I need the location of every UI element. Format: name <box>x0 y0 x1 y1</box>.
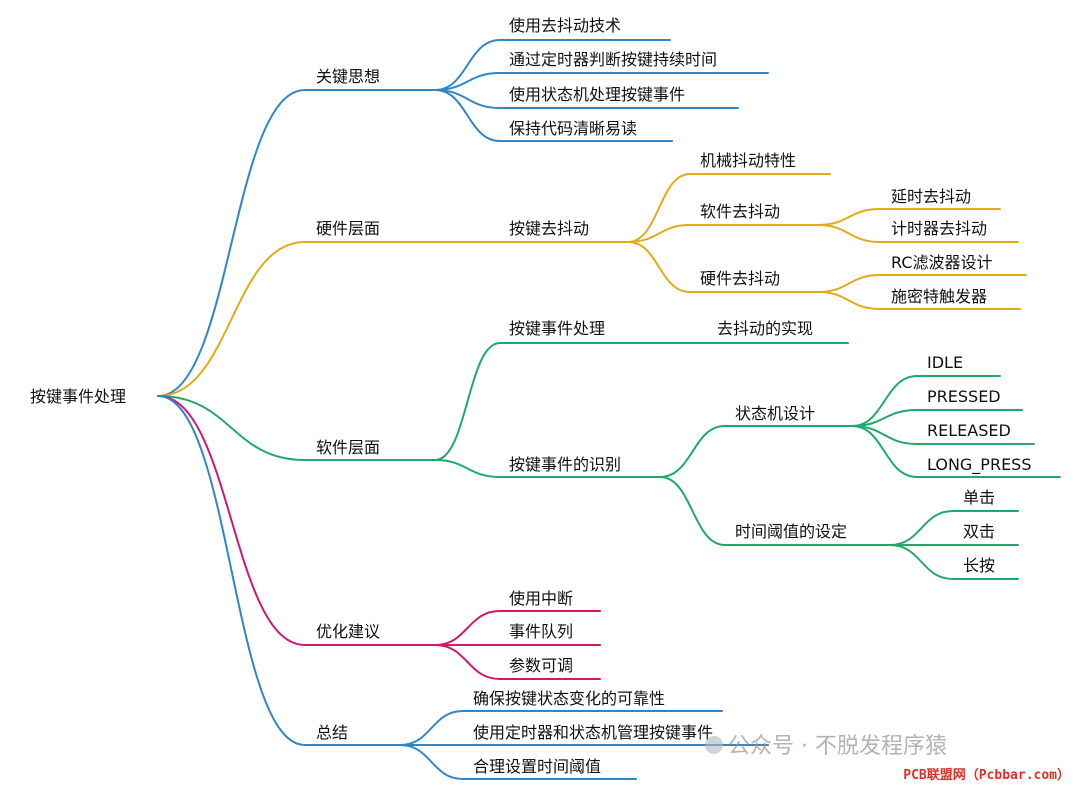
connector-line <box>434 89 501 142</box>
node-optimize[interactable]: 优化建议 <box>316 622 380 641</box>
connector-line <box>817 224 881 243</box>
node-software[interactable]: 软件层面 <box>316 438 380 457</box>
watermark-text: 公众号 · 不脱发程序猿 <box>728 734 947 759</box>
node-state[interactable]: IDLE <box>927 353 963 372</box>
connector-line <box>627 224 691 243</box>
node-hardware-debounce[interactable]: 硬件去抖动 <box>700 269 780 288</box>
node-summary-item[interactable]: 合理设置时间阈值 <box>473 757 601 776</box>
connector-line <box>889 544 954 580</box>
edge-root-summary <box>157 395 306 746</box>
node-summary-item[interactable]: 使用定时器和状态机管理按键事件 <box>473 723 713 742</box>
node-optimize-item[interactable]: 事件队列 <box>509 622 573 641</box>
node-software-debounce[interactable]: 软件去抖动 <box>700 202 780 221</box>
root-node[interactable]: 按键事件处理 <box>30 387 126 406</box>
node-key-ideas-item[interactable]: 使用状态机处理按键事件 <box>509 85 685 104</box>
watermark-logo-icon <box>705 736 723 754</box>
connector-line <box>434 610 501 646</box>
connector-line <box>434 644 501 680</box>
node-software-debounce-item[interactable]: 延时去抖动 <box>891 187 971 206</box>
mind-map-underlines <box>304 39 1061 780</box>
node-threshold-item[interactable]: 长按 <box>963 556 995 575</box>
connector-line <box>399 744 464 780</box>
node-state[interactable]: RELEASED <box>927 421 1011 440</box>
node-hardware-debounce-item[interactable]: 施密特触发器 <box>891 287 987 306</box>
node-state[interactable]: LONG_PRESS <box>927 455 1032 475</box>
mind-map-edges <box>157 39 954 780</box>
node-state-machine[interactable]: 状态机设计 <box>735 404 815 423</box>
node-key-ideas-item[interactable]: 通过定时器判断按键持续时间 <box>509 50 717 69</box>
connector-line <box>817 291 881 310</box>
connector-line <box>627 241 691 293</box>
node-summary-item[interactable]: 确保按键状态变化的可靠性 <box>473 689 665 708</box>
node-optimize-item[interactable]: 使用中断 <box>509 589 573 608</box>
connector-line <box>627 173 691 243</box>
edge-root-key-ideas <box>157 89 306 397</box>
node-state[interactable]: PRESSED <box>927 387 1001 406</box>
node-event-handling[interactable]: 按键事件处理 <box>509 319 605 338</box>
node-debounce-impl[interactable]: 去抖动的实现 <box>717 319 813 338</box>
node-threshold-item[interactable]: 单击 <box>963 488 995 507</box>
connector-line <box>659 425 726 478</box>
node-key-ideas-item[interactable]: 使用去抖动技术 <box>509 16 621 35</box>
node-summary[interactable]: 总结 <box>316 723 348 742</box>
edge-root-software <box>157 395 306 461</box>
connector-line <box>817 274 881 293</box>
node-hardware[interactable]: 硬件层面 <box>316 219 380 238</box>
connector-line <box>434 342 501 461</box>
node-time-threshold[interactable]: 时间阈值的设定 <box>735 522 847 541</box>
connector-line <box>659 476 726 546</box>
connector-line <box>889 510 954 546</box>
node-optimize-item[interactable]: 参数可调 <box>509 656 573 675</box>
node-software-debounce-item[interactable]: 计时器去抖动 <box>891 219 987 238</box>
node-debounce[interactable]: 按键去抖动 <box>509 219 589 238</box>
node-key-ideas-item[interactable]: 保持代码清晰易读 <box>509 119 637 138</box>
site-credit: PCB联盟网（Pcbbar.com） <box>903 768 1070 783</box>
node-hardware-debounce-item[interactable]: RC滤波器设计 <box>891 253 993 272</box>
edge-root-hardware <box>157 241 306 397</box>
node-mechanical-bounce[interactable]: 机械抖动特性 <box>700 151 796 170</box>
connector-line <box>851 375 918 427</box>
edge-root-optimize <box>157 395 306 646</box>
connector-line <box>434 39 501 91</box>
node-threshold-item[interactable]: 双击 <box>963 522 995 541</box>
connector-line <box>399 710 464 746</box>
node-key-ideas[interactable]: 关键思想 <box>316 67 380 86</box>
node-event-recognition[interactable]: 按键事件的识别 <box>509 455 621 474</box>
connector-line <box>851 425 918 478</box>
connector-line <box>817 208 881 226</box>
connector-line <box>434 459 501 478</box>
